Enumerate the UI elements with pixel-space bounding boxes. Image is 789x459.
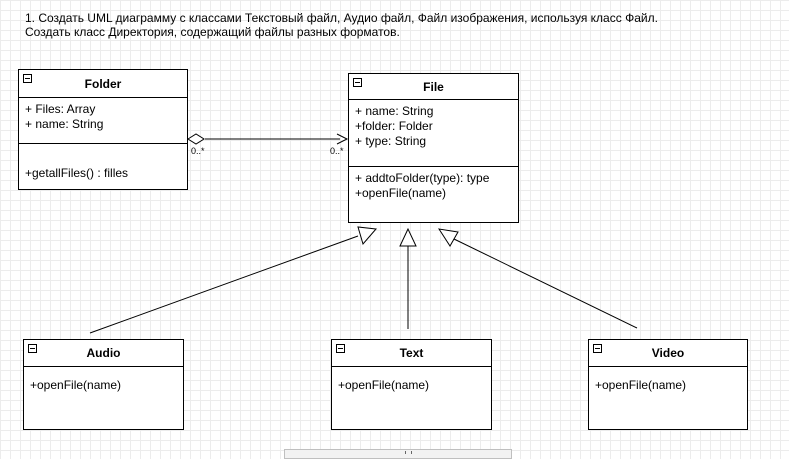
task-description: 1. Создать UML диаграмму с классами Текс… <box>25 11 658 39</box>
collapse-icon[interactable] <box>336 344 345 353</box>
class-text-header: Text <box>332 340 491 367</box>
class-name: Audio <box>86 346 121 360</box>
class-name: Video <box>651 346 685 360</box>
class-name: Text <box>399 346 424 360</box>
class-file-header: File <box>349 74 518 100</box>
generalization-video-line[interactable] <box>453 238 638 329</box>
attributes-section: + name: String +folder: Folder + type: S… <box>349 100 518 167</box>
method: +openFile(name) <box>338 378 430 392</box>
generalization-text-arrowhead <box>399 227 417 247</box>
attribute: + name: String <box>355 104 434 118</box>
collapse-icon[interactable] <box>28 344 37 353</box>
page-scroll-handle[interactable] <box>284 449 512 459</box>
attribute: + name: String <box>25 117 104 131</box>
attribute: + Files: Array <box>25 102 96 116</box>
source-multiplicity: 0..* <box>191 146 205 156</box>
methods-section: +getallFiles() : filles <box>19 144 187 185</box>
task-line-1: 1. Создать UML диаграмму с классами Текс… <box>25 11 658 25</box>
class-text[interactable]: Text +openFile(name) <box>331 339 492 430</box>
class-audio-header: Audio <box>24 340 183 367</box>
grip-icon <box>405 451 412 454</box>
class-name: File <box>423 79 444 94</box>
generalization-video-arrowhead <box>437 228 459 247</box>
class-name: Folder <box>84 76 122 91</box>
target-multiplicity: 0..* <box>330 146 344 156</box>
methods-section: +openFile(name) <box>332 367 491 397</box>
method: +openFile(name) <box>595 378 687 392</box>
class-video-header: Video <box>589 340 747 367</box>
method: + addtoFolder(type): type <box>355 171 490 185</box>
generalization-audio-arrowhead <box>357 226 378 246</box>
class-video[interactable]: Video +openFile(name) <box>588 339 748 430</box>
class-folder-header: Folder <box>19 70 187 98</box>
collapse-icon[interactable] <box>593 344 602 353</box>
method: +openFile(name) <box>30 378 122 392</box>
methods-section: +openFile(name) <box>24 367 183 397</box>
methods-section: +openFile(name) <box>589 367 747 397</box>
association-arrowhead <box>336 133 349 145</box>
methods-section: + addtoFolder(type): type +openFile(name… <box>349 167 518 205</box>
task-line-2: Создать класс Директория, содержащий фай… <box>25 25 400 39</box>
collapse-icon[interactable] <box>353 78 362 87</box>
collapse-icon[interactable] <box>23 74 32 83</box>
class-audio[interactable]: Audio +openFile(name) <box>23 339 184 430</box>
generalization-audio-line[interactable] <box>89 235 359 334</box>
attribute: + type: String <box>355 134 427 148</box>
method: +getallFiles() : filles <box>25 166 129 180</box>
class-folder[interactable]: Folder + Files: Array + name: String +ge… <box>18 69 188 190</box>
aggregation-diamond <box>187 133 205 145</box>
attribute: +folder: Folder <box>355 119 433 133</box>
class-file[interactable]: File + name: String +folder: Folder + ty… <box>348 73 519 223</box>
method: +openFile(name) <box>355 186 447 200</box>
attributes-section: + Files: Array + name: String <box>19 98 187 144</box>
